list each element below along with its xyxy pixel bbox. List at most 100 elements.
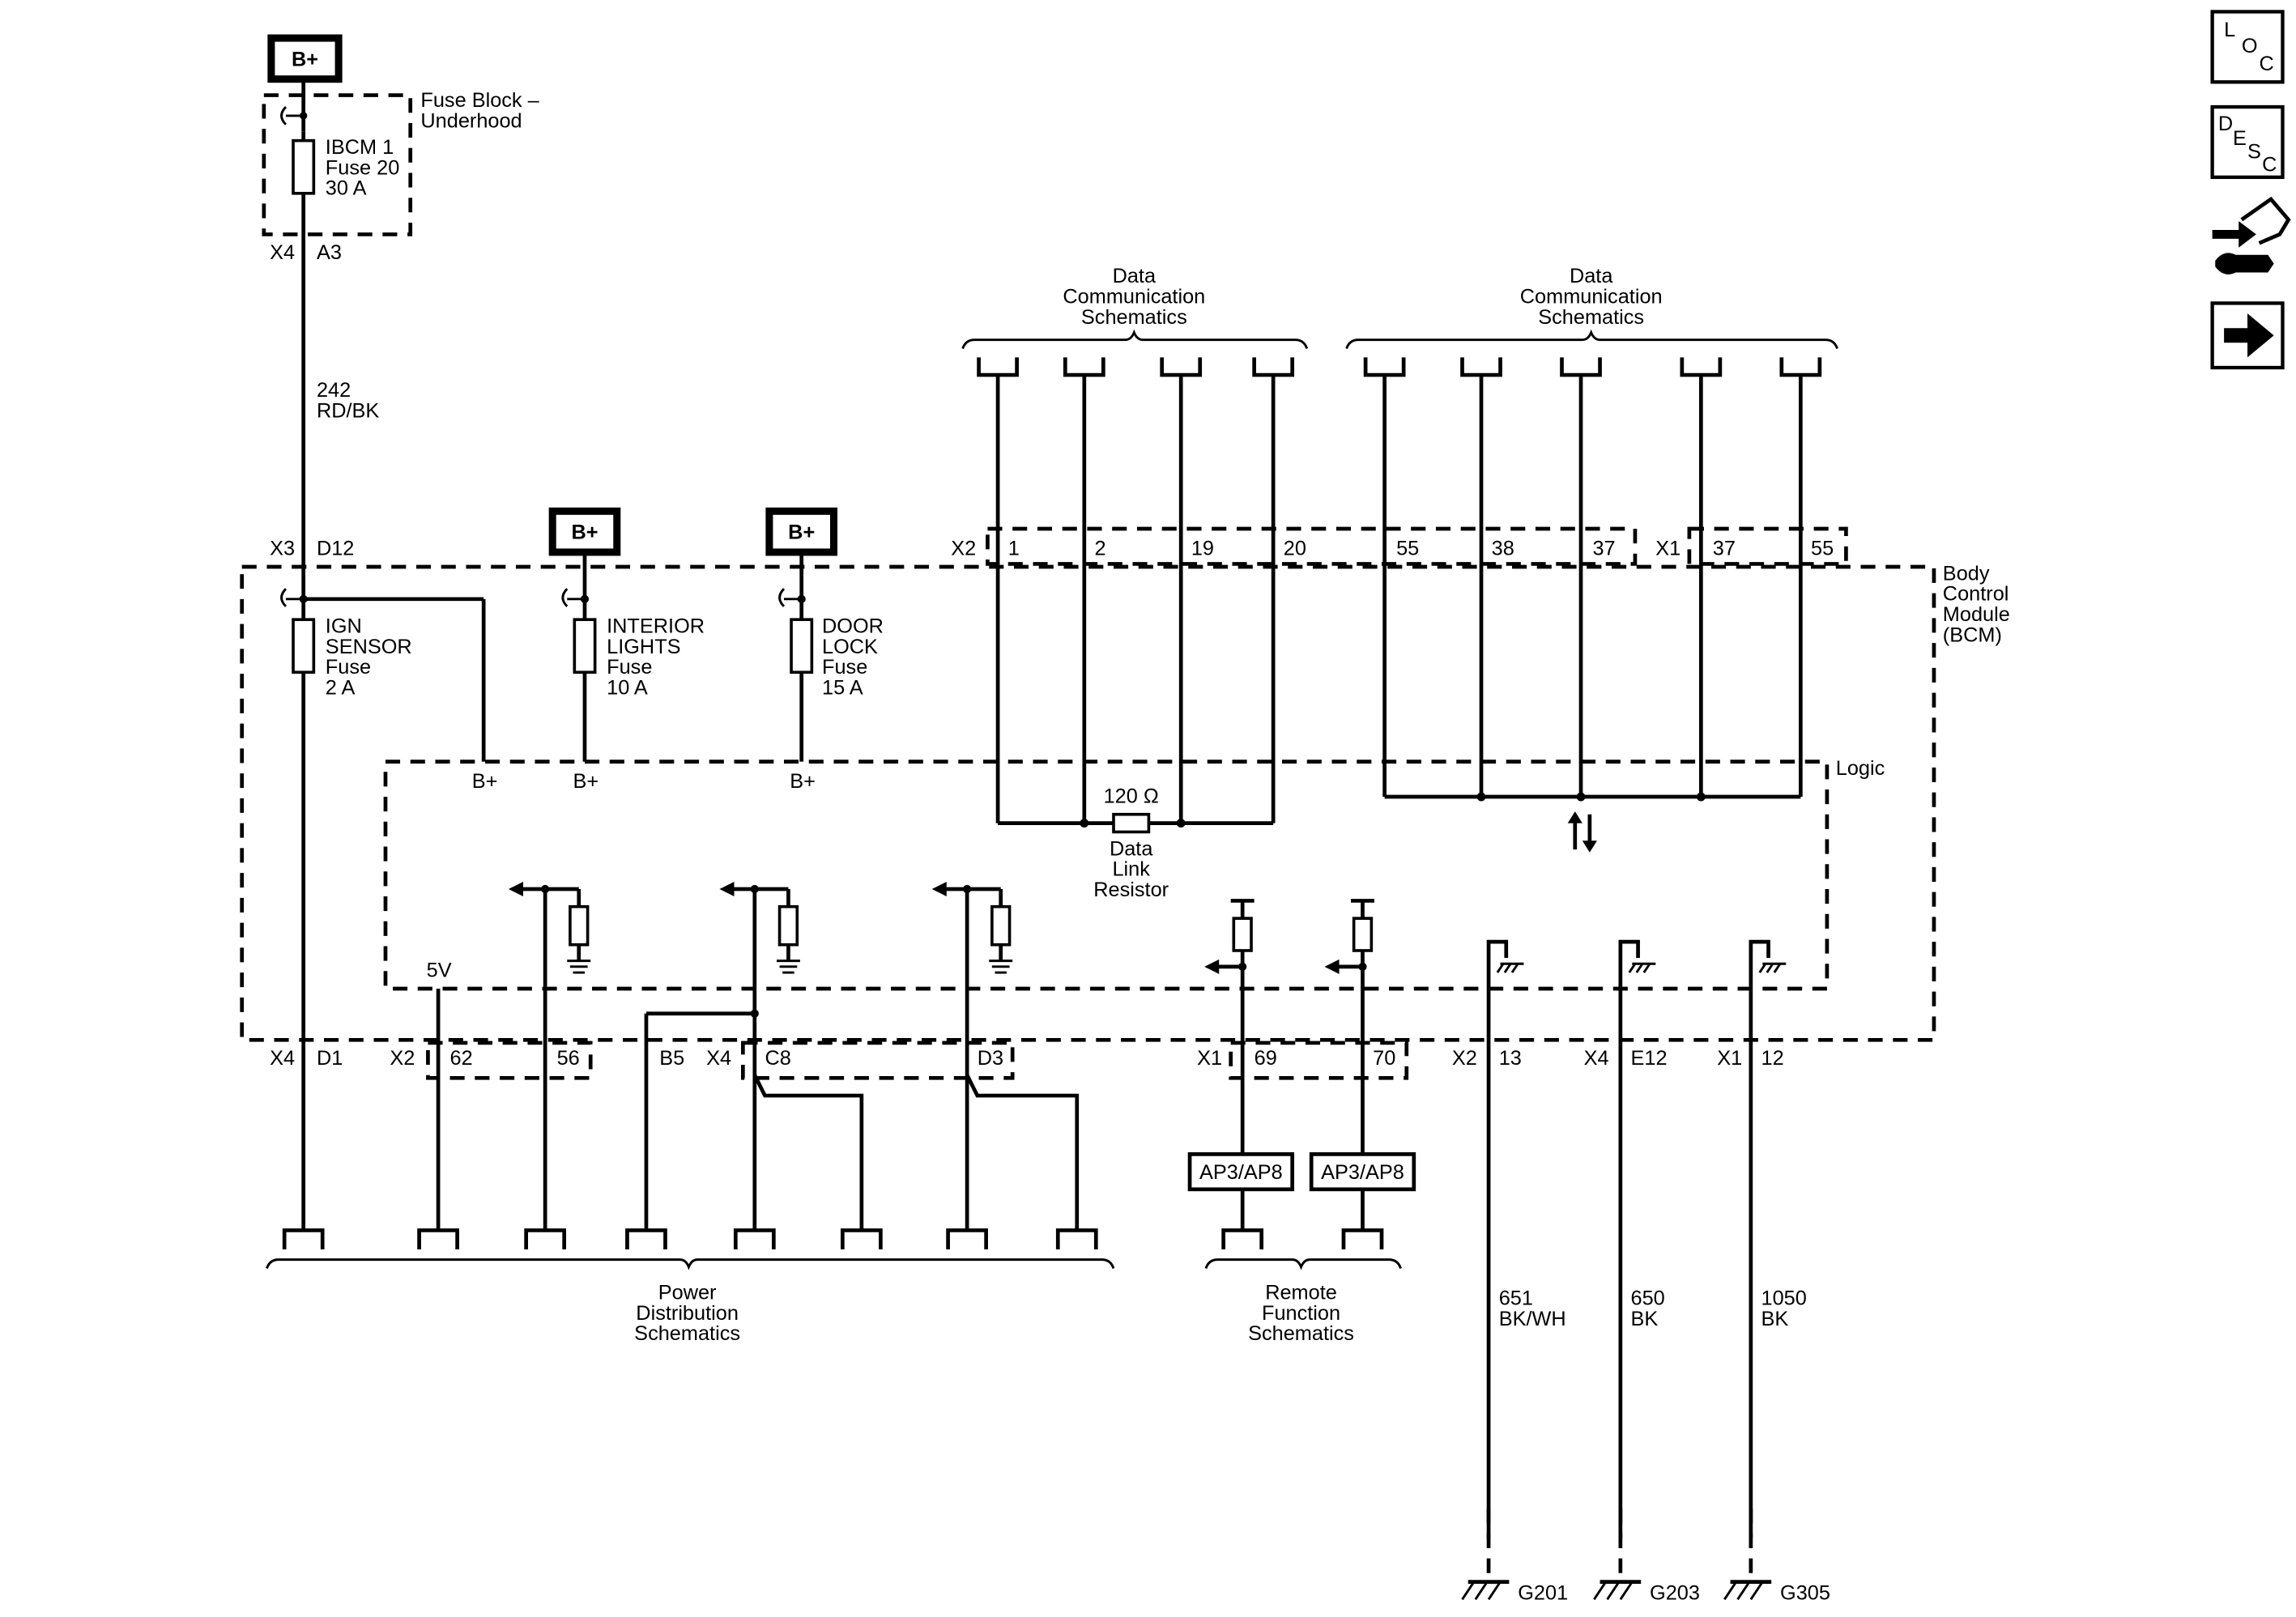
- power-group-line1: Power: [658, 1281, 717, 1304]
- x1-pin-55: 55: [1811, 538, 1834, 560]
- ibcm-fuse-label-1: IBCM 1: [326, 136, 394, 159]
- bcm-name-4: (BCM): [1943, 623, 2002, 646]
- x4-d1-pin: D1: [317, 1047, 343, 1070]
- svg-text:O: O: [2242, 35, 2258, 57]
- pin-c8: C8: [765, 1047, 790, 1070]
- data-group-1-line3: Schematics: [1081, 306, 1187, 329]
- fuse-block-outline: [262, 93, 413, 236]
- x3-label: X3: [270, 538, 295, 560]
- logic-bplus-3: B+: [790, 770, 816, 793]
- pin-d3: D3: [978, 1047, 1003, 1070]
- five-volt-label: 5V: [427, 960, 452, 982]
- interior-fuse-label-3: Fuse: [607, 656, 652, 679]
- svg-text:AP3/AP8: AP3/AP8: [1321, 1161, 1404, 1184]
- resistor-label-3: Resistor: [1093, 879, 1169, 901]
- output-driver-3: [931, 881, 1080, 1231]
- ground-wire-2-color: BK: [1631, 1308, 1659, 1330]
- loc-icon[interactable]: L O C: [2210, 10, 2285, 84]
- fuse-block-name-2: Underhood: [420, 109, 522, 132]
- ibcm-fuse: [292, 138, 316, 195]
- resistor-label-2: Link: [1112, 858, 1150, 881]
- ground-wire-1-color: BK/WH: [1499, 1308, 1566, 1330]
- ground-g305: [1723, 1508, 1772, 1601]
- ign-fuse-label-2: SENSOR: [326, 636, 412, 658]
- ign-sensor-fuse: [280, 588, 486, 762]
- ground-conn-2: X4: [1584, 1047, 1609, 1070]
- svg-text:C: C: [2262, 154, 2277, 177]
- svg-text:B+: B+: [571, 521, 598, 544]
- bcm-name-3: Module: [1943, 603, 2010, 626]
- output-driver-1: [508, 881, 591, 1231]
- ground-wire-2-circuit: 650: [1631, 1287, 1665, 1310]
- x2-pin-19: 19: [1191, 538, 1214, 560]
- d12-label: D12: [317, 538, 354, 560]
- next-arrow-icon[interactable]: [2210, 301, 2285, 370]
- feed-wire-color: RD/BK: [317, 400, 379, 423]
- bcm-name-2: Control: [1943, 583, 2009, 606]
- ground-g203-label: G203: [1650, 1581, 1700, 1604]
- x2-top-connector: [986, 526, 1638, 566]
- x1-bottom-label: X1: [1197, 1047, 1222, 1070]
- door-lock-fuse: [778, 551, 814, 762]
- x1-top-label: X1: [1655, 538, 1680, 560]
- power-group-line2: Distribution: [636, 1302, 739, 1325]
- ibcm-fuse-label-3: 30 A: [326, 177, 367, 200]
- ground-conn-1: X2: [1452, 1047, 1477, 1070]
- logic-bplus-2: B+: [573, 770, 599, 793]
- ground-wire-3-circuit: 1050: [1761, 1287, 1807, 1310]
- interior-fuse-label-2: LIGHTS: [607, 636, 680, 658]
- door-fuse-label-4: 15 A: [822, 676, 863, 699]
- svg-text:E: E: [2233, 127, 2247, 150]
- data-group-2-line2: Communication: [1520, 285, 1663, 308]
- x4-label: X4: [270, 241, 295, 264]
- a3-label: A3: [317, 241, 342, 264]
- door-fuse-label-1: DOOR: [822, 615, 884, 637]
- b-plus-source-top: B+: [267, 34, 343, 83]
- pin-62: 62: [450, 1047, 473, 1070]
- interior-fuse-label-4: 10 A: [607, 676, 648, 699]
- b-plus-source-door: B+: [765, 507, 838, 556]
- svg-text:S: S: [2247, 140, 2261, 163]
- interior-fuse-label-1: INTERIOR: [607, 615, 705, 637]
- x2-bottom-connector: [426, 1040, 593, 1080]
- desc-icon[interactable]: D E S C: [2210, 104, 2285, 180]
- ground-g305-label: G305: [1780, 1581, 1830, 1604]
- internal-ground-1: [1486, 939, 1524, 1538]
- pin-70: 70: [1373, 1047, 1395, 1070]
- ign-fuse-label-4: 2 A: [326, 676, 356, 699]
- logic-bplus-1: B+: [472, 770, 498, 793]
- x2-pin-1: 1: [1008, 538, 1020, 560]
- data-lines-group-2: [1363, 357, 1822, 802]
- pin-56: 56: [557, 1047, 580, 1070]
- ground-pin-3: 12: [1761, 1047, 1784, 1070]
- ground-g201-label: G201: [1518, 1581, 1568, 1604]
- power-group-line3: Schematics: [634, 1322, 740, 1345]
- pin-69: 69: [1254, 1047, 1277, 1070]
- door-fuse-label-3: Fuse: [822, 656, 867, 679]
- power-distribution-tabs: [282, 1228, 1098, 1249]
- logic-outline: [383, 760, 1830, 991]
- output-driver-2: [644, 881, 864, 1231]
- x4-bottom-label: X4: [706, 1047, 731, 1070]
- power-distribution-brace: [266, 1258, 1115, 1270]
- x4-d1-connector: X4: [270, 1047, 295, 1070]
- connector-tool-icon[interactable]: [2212, 196, 2291, 274]
- data-group-1-brace: [961, 329, 1309, 350]
- remote-group-line1: Remote: [1265, 1281, 1337, 1304]
- data-lines-group-1: [977, 357, 1295, 828]
- remote-function-brace: [1204, 1258, 1402, 1270]
- ign-fuse-label-1: IGN: [326, 615, 362, 637]
- svg-text:L: L: [2224, 19, 2235, 41]
- resistor-label-1: Data: [1110, 837, 1153, 860]
- remote-group-line2: Function: [1262, 1302, 1340, 1325]
- resistor-value: 120 Ω: [1104, 785, 1159, 807]
- pin-b5: B5: [659, 1047, 684, 1070]
- ground-wire-1-circuit: 651: [1499, 1287, 1533, 1310]
- ign-fuse-label-3: Fuse: [326, 656, 371, 679]
- data-group-2-line1: Data: [1570, 265, 1613, 287]
- svg-text:AP3/AP8: AP3/AP8: [1199, 1161, 1283, 1184]
- ground-g201: [1461, 1508, 1510, 1601]
- fuse-block-name: Fuse Block –: [420, 89, 539, 112]
- x4-bottom-connector: [740, 1040, 1015, 1080]
